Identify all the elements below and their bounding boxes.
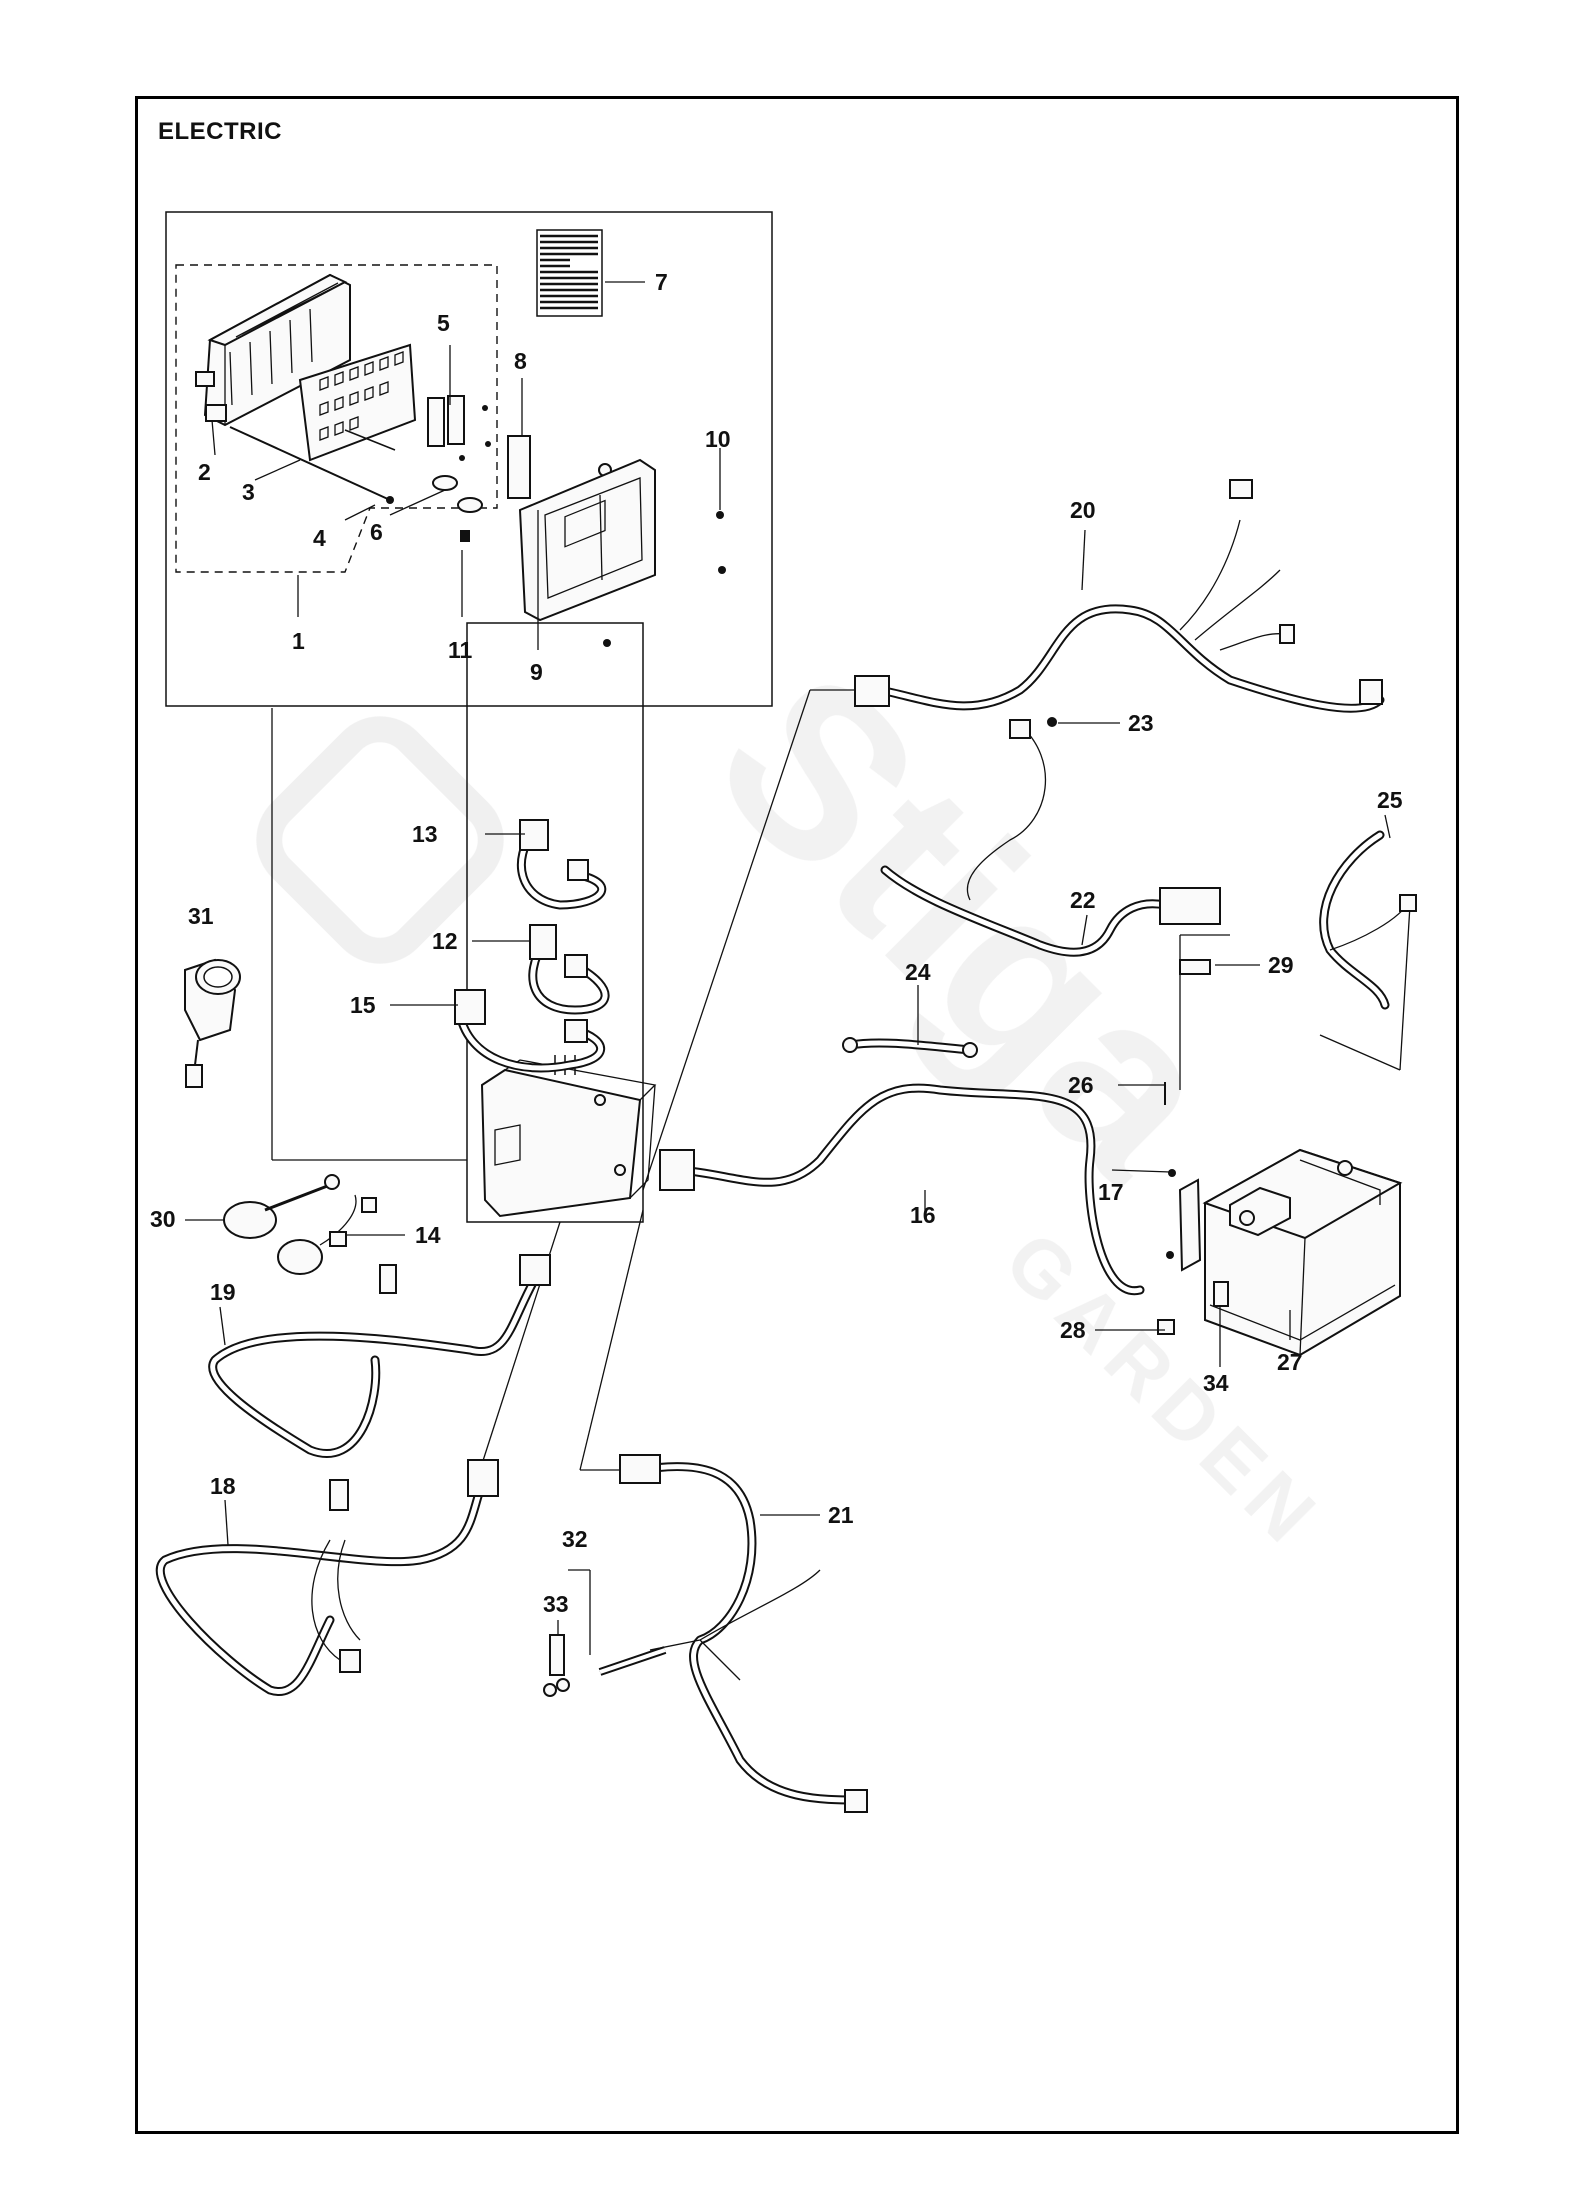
callout-21: 21 [828,1502,854,1528]
ecu-module [480,1055,657,1218]
callout-11: 11 [448,637,473,663]
page-title: ELECTRIC [158,118,282,145]
hour-meter [184,958,241,1088]
circuit-board [298,343,417,462]
relay-pair [427,395,491,461]
fuse-box [195,273,351,427]
lamps [223,1174,377,1275]
callout-9: 9 [530,659,543,685]
callout-13: 13 [412,821,438,847]
label-sheet [536,229,603,317]
callout-2: 2 [198,459,211,485]
callout-6: 6 [370,519,383,545]
diagram-frame [135,96,1459,2134]
callout-20: 20 [1070,497,1096,523]
callout-5: 5 [437,310,450,336]
callout-12: 12 [432,928,458,954]
callout-16: 16 [910,1202,936,1228]
callout-29: 29 [1268,952,1294,978]
callout-15: 15 [350,992,376,1018]
callout-leaders [185,281,1391,1655]
watermark: Stiga GARDEN [256,620,1339,1565]
battery [1202,1148,1403,1357]
wiring-harnesses [155,519,1411,1805]
fuse-box-cover [518,458,656,622]
callout-34: 34 [1203,1370,1229,1396]
callout-14: 14 [415,1222,441,1248]
blade-fuse [1213,1281,1229,1307]
callout-23: 23 [1128,710,1154,736]
callout-26: 26 [1068,1072,1094,1098]
fuse-holder [543,1634,570,1697]
callout-32: 32 [562,1526,588,1552]
connectors [329,479,1417,1813]
callout-17: 17 [1098,1179,1124,1205]
callout-10: 10 [705,426,731,452]
callout-33: 33 [543,1591,569,1617]
ecu-inset [466,622,644,1223]
callout-31: 31 [188,903,214,929]
callout-3: 3 [242,479,255,505]
control-unit-inset [165,211,773,707]
callout-30: 30 [150,1206,176,1232]
callout-24: 24 [905,959,931,985]
callout-labels: 1 2 3 4 5 6 7 8 9 10 11 12 13 14 15 16 1… [150,269,1403,1617]
callout-1: 1 [292,628,305,654]
callout-25: 25 [1377,787,1403,813]
fuse-strip [507,435,531,499]
group-lines [271,689,1411,1471]
callout-7: 7 [655,269,668,295]
callout-27: 27 [1277,1349,1303,1375]
callout-4: 4 [313,525,326,551]
callout-22: 22 [1070,887,1096,913]
callout-18: 18 [210,1473,236,1499]
callout-19: 19 [210,1279,236,1305]
callout-28: 28 [1060,1317,1086,1343]
callout-8: 8 [514,348,527,374]
